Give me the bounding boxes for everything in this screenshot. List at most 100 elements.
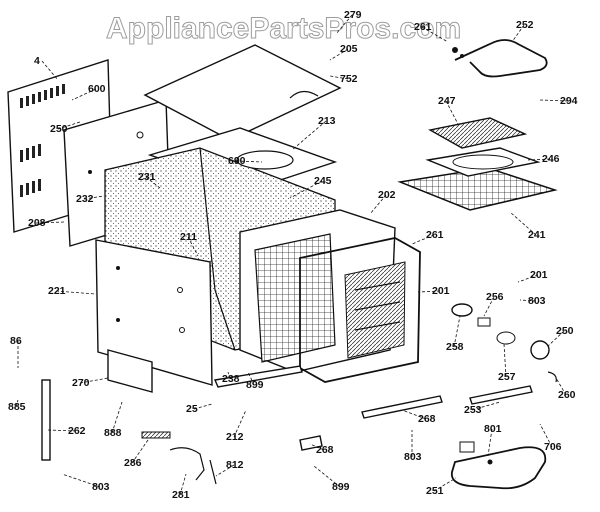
callout-leader-c279 (335, 14, 353, 35)
callout-leader-c250b (547, 330, 565, 347)
callout-label-c706: 706 (544, 441, 562, 453)
callout-leader-c25 (193, 403, 213, 410)
bake-element (450, 441, 547, 490)
callout-leader-c801 (487, 428, 493, 457)
callout-label-c251: 251 (426, 485, 444, 497)
callout-label-c803a: 803 (528, 295, 546, 307)
callout-leader-c213 (291, 120, 327, 151)
callout-label-c899b: 899 (332, 481, 350, 493)
callout-leader-c256 (483, 296, 495, 317)
callout-leader-c205 (329, 48, 349, 61)
callout-label-c205: 205 (340, 43, 358, 55)
callout-label-c268a: 268 (418, 413, 436, 425)
callout-label-c232: 232 (76, 193, 94, 205)
callout-label-c286: 286 (124, 457, 142, 469)
callout-label-c213: 213 (318, 115, 336, 127)
callout-label-c246: 246 (542, 153, 560, 165)
callout-label-c690: 690 (228, 155, 246, 167)
callout-label-c294: 294 (560, 95, 578, 107)
light-parts (451, 303, 557, 383)
callout-leader-c752 (329, 75, 349, 80)
callout-label-c262: 262 (68, 425, 86, 437)
callout-leader-c4 (41, 60, 59, 81)
callout-leader-c202 (369, 194, 387, 215)
callout-label-c201b: 201 (530, 269, 548, 281)
callout-leader-c201b (517, 274, 539, 283)
callout-label-c803b: 803 (92, 481, 110, 493)
callout-label-c253: 253 (464, 404, 482, 416)
callout-leader-c899b (313, 465, 341, 488)
callout-label-c238: 238 (222, 373, 240, 385)
broiler-grid (428, 117, 528, 149)
callout-label-c899a: 899 (246, 379, 264, 391)
callout-label-c86: 86 (10, 335, 22, 347)
bottom-rails (41, 349, 533, 485)
callout-leader-c241 (509, 211, 537, 236)
callout-leader-c899a (247, 371, 255, 386)
top-panel (143, 44, 342, 141)
callout-label-c241: 241 (528, 229, 546, 241)
callout-label-c211: 211 (180, 231, 197, 243)
callout-label-c812: 812 (226, 459, 244, 471)
callout-leader-c268a (401, 409, 427, 420)
callout-label-c281: 281 (172, 489, 190, 501)
callout-leader-c232 (83, 195, 105, 200)
callout-label-c260: 260 (558, 389, 576, 401)
callout-label-c261a: 261 (414, 21, 432, 33)
callout-label-c250b: 250 (556, 325, 574, 337)
callout-label-c279: 279 (344, 9, 362, 21)
callout-label-c221: 221 (48, 285, 66, 297)
callout-leader-c885 (15, 399, 19, 408)
callout-label-c752: 752 (340, 73, 358, 85)
callout-label-c231: 231 (138, 171, 156, 183)
callout-label-c247: 247 (438, 95, 456, 107)
callout-label-c258: 258 (446, 341, 464, 353)
callout-leader-c231 (145, 176, 161, 189)
callout-leader-c812 (215, 464, 235, 477)
callout-label-c600: 600 (88, 83, 106, 95)
callout-leader-c252 (511, 24, 525, 43)
callout-leader-c261b (411, 234, 435, 245)
callout-labels: 4 600 250 208 232 231 211 221 279 205 752 213 690 245… (8, 9, 578, 501)
callout-leader-c257 (503, 343, 507, 378)
side-panel (95, 239, 213, 386)
callout-leader-c246 (527, 158, 551, 161)
callout-label-c252: 252 (516, 19, 534, 31)
callout-leader-c258 (453, 315, 461, 348)
callout-leader-c803b (61, 473, 101, 488)
callout-leader-c281 (179, 473, 187, 496)
callout-label-c256: 256 (486, 291, 504, 303)
callout-leader-c201a (417, 290, 441, 293)
callout-label-c4: 4 (34, 55, 40, 67)
watermark-text: AppliancePartsPros.com (106, 12, 461, 45)
callout-leader-c261a (421, 26, 449, 43)
callout-label-c885: 885 (8, 401, 26, 413)
callout-label-c268b: 268 (316, 444, 334, 456)
callout-label-c212: 212 (226, 431, 244, 443)
broiler-pan (425, 147, 541, 177)
callout-leader-c221 (55, 290, 97, 295)
callout-leader-c250a (57, 121, 81, 130)
callout-leader-c260 (555, 377, 567, 396)
broil-element (452, 39, 548, 78)
callout-leader-c888 (111, 401, 123, 434)
callout-label-c888: 888 (104, 427, 122, 439)
callout-label-c208: 208 (28, 217, 46, 229)
callout-leader-c211 (187, 236, 199, 257)
callout-leader-c245 (289, 180, 323, 199)
callout-label-c801: 801 (484, 423, 502, 435)
callout-label-c201a: 201 (432, 285, 450, 297)
callout-leader-c600 (71, 88, 97, 101)
callout-label-c245: 245 (314, 175, 332, 187)
callout-label-c250a: 250 (50, 123, 68, 135)
callout-leader-c247 (445, 100, 459, 125)
callout-label-c202: 202 (378, 189, 396, 201)
callout-leader-c251 (433, 477, 457, 492)
callout-leader-c268b (309, 443, 325, 451)
callout-leader-c803a (519, 299, 537, 302)
callout-label-c270: 270 (72, 377, 90, 389)
callout-label-c257: 257 (498, 371, 516, 383)
callout-leader-c238 (227, 371, 231, 380)
